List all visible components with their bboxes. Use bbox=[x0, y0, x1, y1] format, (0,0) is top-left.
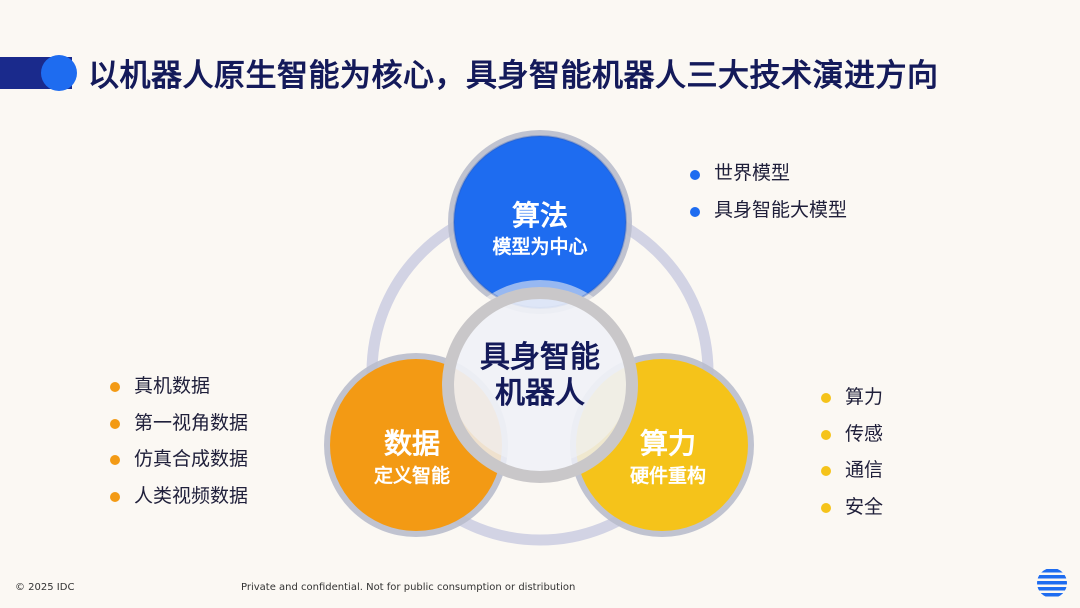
center-label-line2: 机器人 bbox=[495, 376, 585, 411]
compute-bullet-list: 算力 传感 通信 安全 bbox=[821, 384, 883, 530]
bullet-dot-icon bbox=[821, 466, 831, 477]
list-item: 人类视频数据 bbox=[110, 483, 248, 520]
center-fill bbox=[448, 293, 632, 477]
list-item: 真机数据 bbox=[110, 373, 248, 410]
center-label-line1: 具身智能 bbox=[480, 340, 600, 375]
list-item: 具身智能大模型 bbox=[690, 197, 847, 234]
bullet-dot-icon bbox=[110, 455, 120, 466]
list-item: 世界模型 bbox=[690, 160, 847, 197]
circle-data-subtitle: 定义智能 bbox=[374, 464, 450, 487]
circle-compute-title: 算力 bbox=[640, 427, 696, 460]
title-accent-dot bbox=[41, 55, 77, 91]
circle-algorithm bbox=[448, 130, 632, 314]
list-item: 算力 bbox=[821, 384, 883, 421]
list-item: 通信 bbox=[821, 457, 883, 494]
center-ring bbox=[442, 287, 638, 483]
confidentiality-notice: Private and confidential. Not for public… bbox=[241, 582, 576, 593]
data-bullet-list: 真机数据 第一视角数据 仿真合成数据 人类视频数据 bbox=[110, 373, 248, 519]
list-item: 传感 bbox=[821, 421, 883, 458]
bullet-dot-icon bbox=[690, 206, 700, 217]
bullet-dot-icon bbox=[821, 393, 831, 404]
bullet-dot-icon bbox=[110, 491, 120, 502]
circle-data-title: 数据 bbox=[384, 427, 440, 460]
idc-logo-icon bbox=[1037, 569, 1067, 597]
page-title: 以机器人原生智能为核心，具身智能机器人三大技术演进方向 bbox=[88, 58, 939, 94]
bullet-dot-icon bbox=[690, 169, 700, 180]
list-item: 安全 bbox=[821, 494, 883, 531]
list-item: 仿真合成数据 bbox=[110, 446, 248, 483]
copyright-text: © 2025 IDC bbox=[15, 582, 75, 593]
bullet-dot-icon bbox=[110, 382, 120, 393]
circle-compute-subtitle: 硬件重构 bbox=[630, 464, 706, 487]
list-item: 第一视角数据 bbox=[110, 410, 248, 447]
algorithm-bullet-list: 世界模型 具身智能大模型 bbox=[690, 160, 847, 234]
circle-algorithm-subtitle: 模型为中心 bbox=[492, 235, 587, 258]
bullet-dot-icon bbox=[110, 418, 120, 429]
bullet-dot-icon bbox=[821, 429, 831, 440]
bullet-dot-icon bbox=[821, 502, 831, 513]
circle-algorithm-title: 算法 bbox=[512, 199, 568, 232]
